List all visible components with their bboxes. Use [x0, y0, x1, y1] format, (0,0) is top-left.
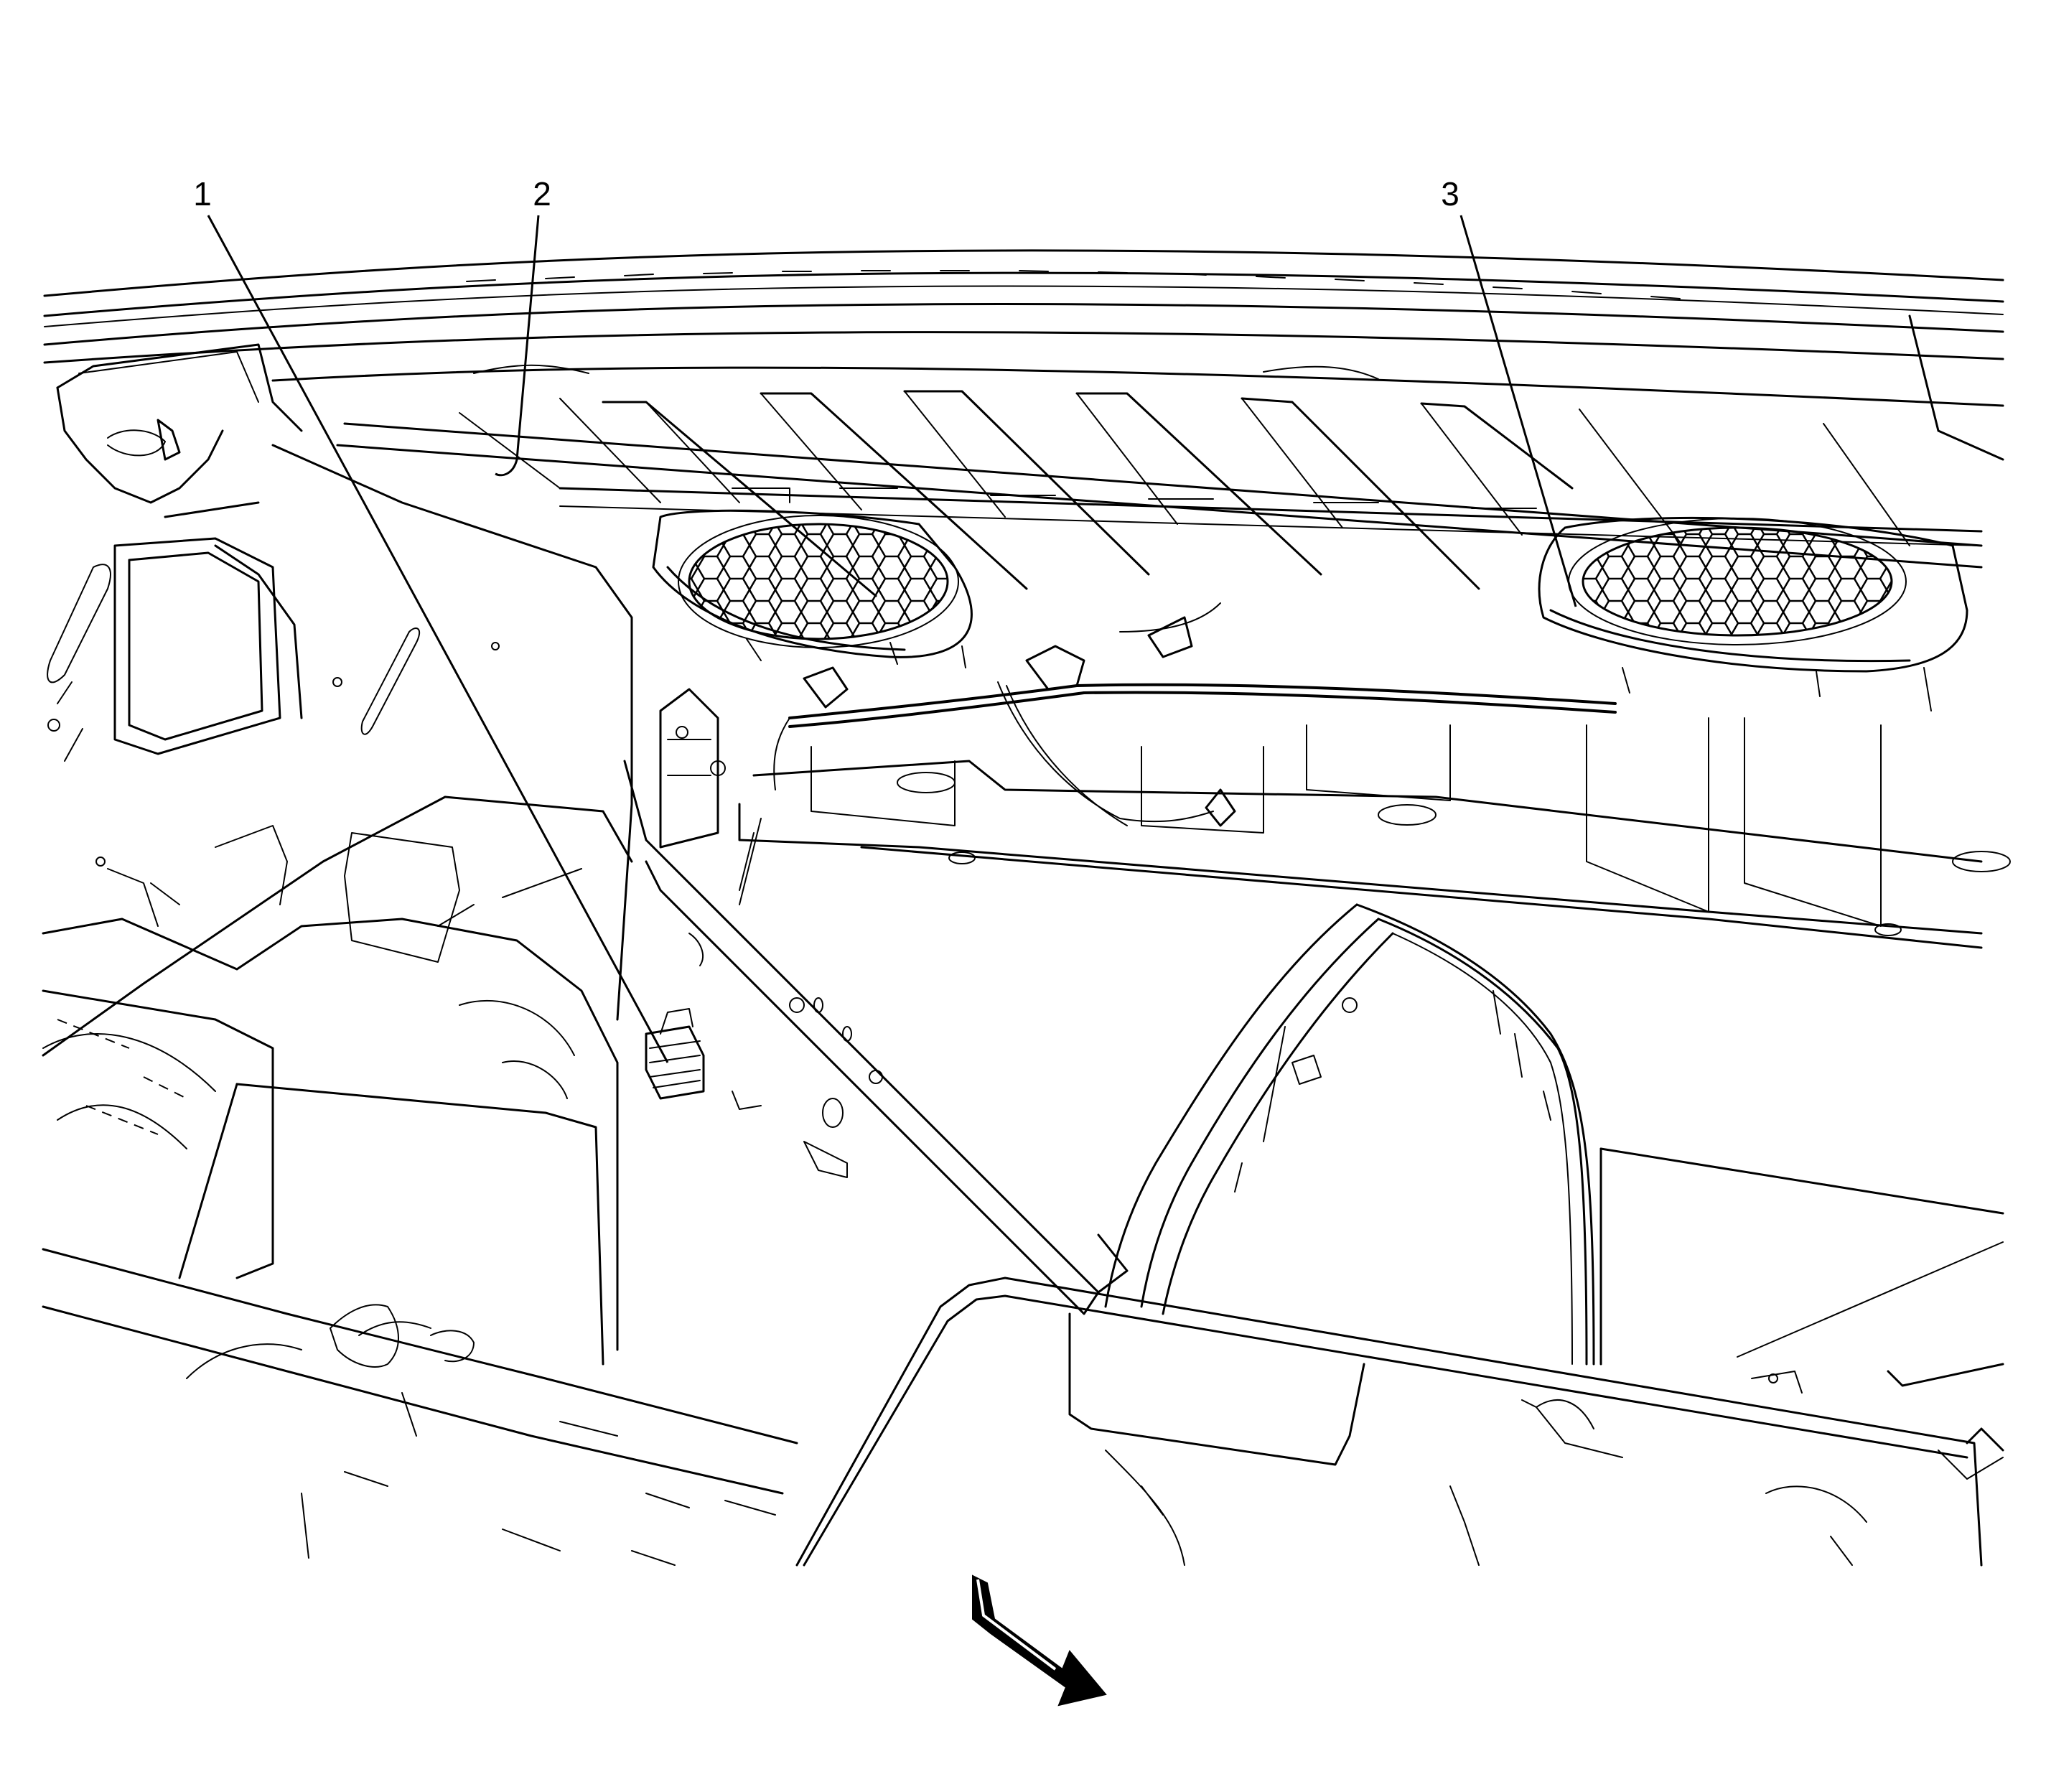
lower-floor	[42, 1248, 798, 1566]
wiring-harness	[739, 602, 1617, 905]
callout-1: 1	[193, 175, 212, 213]
electrical-connector-icon	[645, 1008, 705, 1100]
leader-line-1	[207, 215, 669, 1063]
leader-lines	[207, 215, 1577, 1063]
callout-2: 2	[533, 175, 551, 213]
left-quarter-panel	[42, 444, 633, 1057]
arrow-forward-icon	[972, 1574, 1107, 1707]
speaker-grille-icon	[688, 523, 949, 640]
left-seat-back	[42, 918, 619, 1366]
center-bracket	[623, 688, 1129, 1315]
speaker-left	[652, 509, 973, 668]
leader-line-2	[495, 215, 540, 477]
door-opening	[1104, 903, 1595, 1366]
speaker-right	[1538, 516, 1968, 711]
speaker-grille-icon	[1582, 526, 1893, 637]
roof-rail	[43, 249, 2004, 461]
leader-line-3	[1459, 215, 1577, 607]
callout-3: 3	[1441, 175, 1459, 213]
trunk-panel	[795, 1277, 2004, 1567]
upper-left-bracket	[56, 343, 303, 504]
trunk-area-right	[1599, 1147, 2004, 1480]
shelf-reinforcement	[738, 717, 2011, 949]
